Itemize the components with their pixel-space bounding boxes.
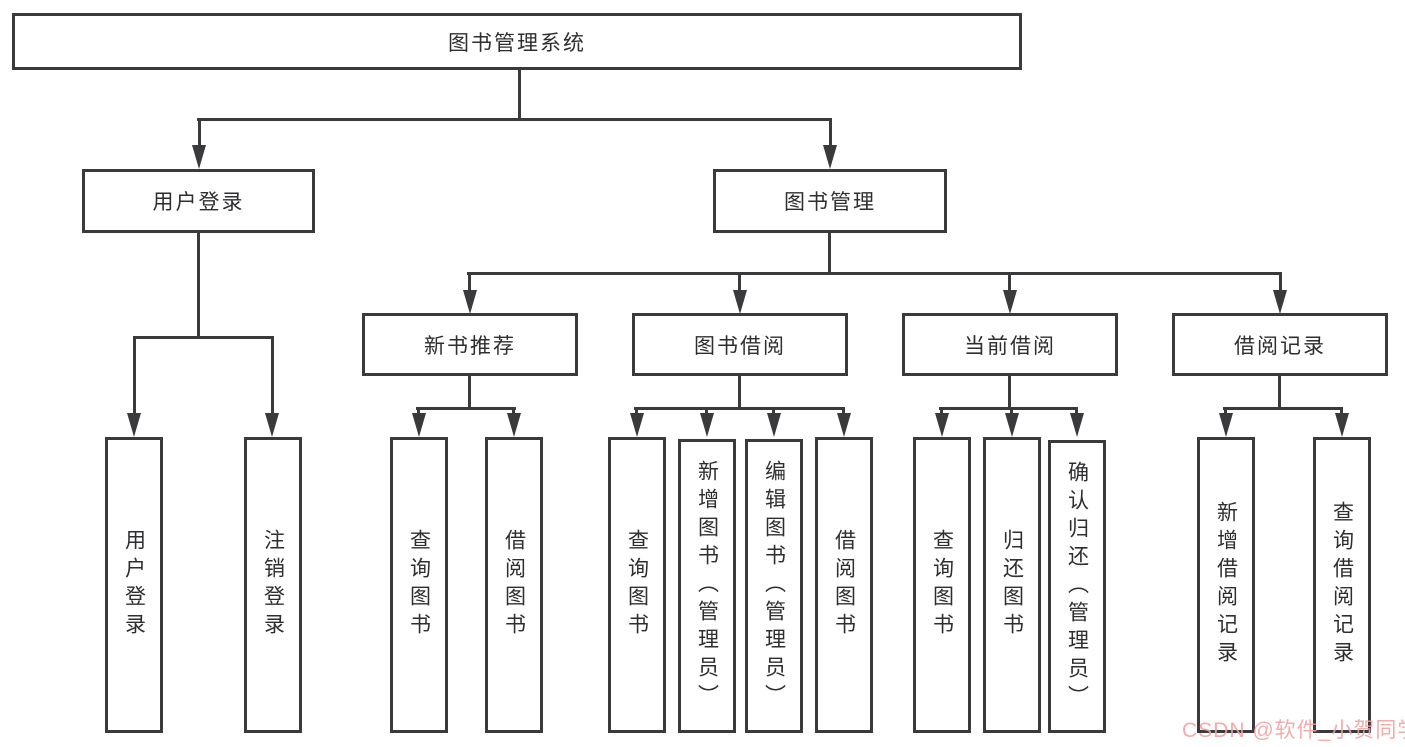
arrowhead-down xyxy=(463,290,477,314)
node-label: 查询图书 xyxy=(930,529,954,641)
arrowhead-down xyxy=(192,145,206,169)
node-label: 用户登录 xyxy=(122,529,146,641)
arrowhead-down xyxy=(630,413,644,437)
node-label: 借阅图书 xyxy=(502,529,526,641)
connector-line xyxy=(197,233,200,336)
csdn-watermark: CSDN @软件_小贺同学 xyxy=(1182,719,1405,742)
node-label: 图书管理 xyxy=(784,191,876,214)
connector-line xyxy=(512,407,515,415)
leaf-logout: 注销登录 xyxy=(244,437,302,733)
arrowhead-down xyxy=(837,413,851,437)
node-root-library-system: 图书管理系统 xyxy=(12,13,1022,70)
connector-line xyxy=(738,272,741,292)
arrowhead-down xyxy=(127,413,141,437)
connector-line xyxy=(1340,407,1343,415)
connector-line xyxy=(772,407,775,415)
connector-line xyxy=(1279,272,1282,292)
connector-line xyxy=(705,407,708,415)
arrowhead-down xyxy=(823,145,837,169)
connector-line xyxy=(468,376,471,407)
connector-line xyxy=(467,272,1282,275)
node-label: 新增图书（管理员） xyxy=(695,460,719,712)
node-label: 当前借阅 xyxy=(964,334,1056,358)
arrowhead-down xyxy=(1273,290,1287,314)
leaf-bb-query-books: 查询图书 xyxy=(608,437,666,733)
arrowhead-down xyxy=(412,413,426,437)
node-book-borrow: 图书借阅 xyxy=(632,313,848,376)
node-borrow-records: 借阅记录 xyxy=(1172,313,1388,376)
arrowhead-down xyxy=(767,413,781,437)
arrowhead-down xyxy=(733,290,747,314)
node-current-borrow: 当前借阅 xyxy=(902,313,1118,376)
connector-line xyxy=(133,336,136,414)
leaf-bb-borrow-books: 借阅图书 xyxy=(815,437,873,733)
leaf-bb-add-books-admin: 新增图书（管理员） xyxy=(678,439,736,733)
arrowhead-down xyxy=(507,413,521,437)
arrowhead-down xyxy=(700,413,714,437)
node-label: 确认归还（管理员） xyxy=(1065,460,1089,713)
arrowhead-down xyxy=(935,413,949,437)
connector-line xyxy=(133,336,274,339)
node-label: 图书管理系统 xyxy=(448,31,586,55)
connector-line xyxy=(468,272,471,292)
leaf-nb-query-books: 查询图书 xyxy=(390,437,448,733)
node-label: 归还图书 xyxy=(1000,529,1024,641)
node-label: 新增借阅记录 xyxy=(1214,501,1238,669)
connector-line xyxy=(842,407,845,415)
arrowhead-down xyxy=(265,413,279,437)
node-label: 查询图书 xyxy=(407,529,431,641)
connector-line xyxy=(271,336,274,414)
connector-line xyxy=(197,118,832,121)
node-label: 查询借阅记录 xyxy=(1330,501,1354,669)
leaf-bb-edit-books-admin: 编辑图书（管理员） xyxy=(745,439,803,733)
node-label: 图书借阅 xyxy=(694,334,786,358)
leaf-cb-query-books: 查询图书 xyxy=(913,437,971,733)
arrowhead-down xyxy=(1003,290,1017,314)
connector-line xyxy=(1224,407,1227,415)
connector-line xyxy=(1008,272,1011,292)
connector-line xyxy=(828,233,831,272)
connector-line xyxy=(634,407,845,410)
node-book-management: 图书管理 xyxy=(713,169,947,233)
node-label: 新书推荐 xyxy=(424,334,516,358)
node-label: 查询图书 xyxy=(625,529,649,641)
arrowhead-down xyxy=(1070,413,1084,437)
node-label: 用户登录 xyxy=(152,191,245,214)
connector-line xyxy=(1008,376,1011,407)
connector-line xyxy=(829,118,832,146)
connector-line xyxy=(198,118,201,146)
connector-line xyxy=(518,70,521,118)
connector-line xyxy=(416,407,516,410)
connector-line xyxy=(1010,407,1013,415)
arrowhead-down xyxy=(1219,413,1233,437)
connector-line xyxy=(738,376,741,407)
connector-line xyxy=(1223,407,1343,410)
node-label: 借阅记录 xyxy=(1234,334,1326,358)
leaf-user-login: 用户登录 xyxy=(105,437,163,733)
node-user-login: 用户登录 xyxy=(82,169,315,233)
connector-line xyxy=(635,407,638,415)
leaf-br-add-record: 新增借阅记录 xyxy=(1197,437,1255,733)
arrowhead-down xyxy=(1335,413,1349,437)
node-label: 借阅图书 xyxy=(832,529,856,641)
arrowhead-down xyxy=(1005,413,1019,437)
leaf-cb-return-books: 归还图书 xyxy=(983,437,1041,733)
node-label: 注销登录 xyxy=(261,529,285,641)
connector-line xyxy=(1075,407,1078,415)
leaf-br-query-record: 查询借阅记录 xyxy=(1313,437,1371,733)
node-label: 编辑图书（管理员） xyxy=(762,460,786,712)
connector-line xyxy=(939,407,1078,410)
connector-line xyxy=(417,407,420,415)
connector-line xyxy=(1278,376,1281,407)
node-new-book-recommend: 新书推荐 xyxy=(362,313,578,376)
leaf-cb-confirm-return-admin: 确认归还（管理员） xyxy=(1048,440,1106,733)
connector-line xyxy=(940,407,943,415)
leaf-nb-borrow-books: 借阅图书 xyxy=(485,437,543,733)
